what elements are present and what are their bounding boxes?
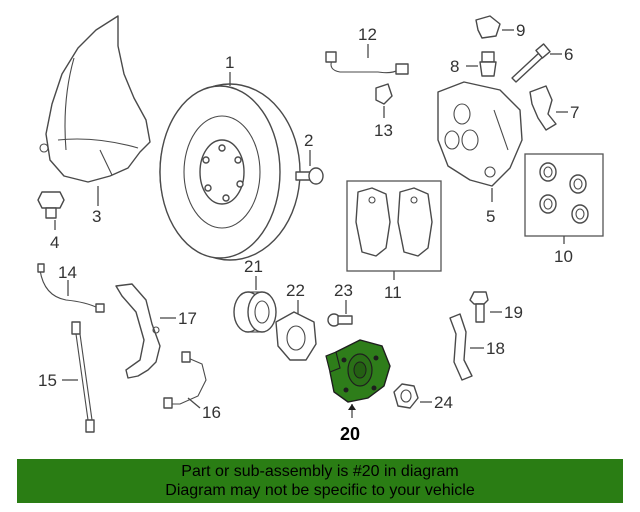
caliper-bolt-part[interactable]: [511, 43, 551, 83]
callout-6: 6: [564, 45, 573, 64]
callout-22: 22: [286, 281, 305, 300]
spring-clip-part[interactable]: [529, 85, 557, 131]
seal-kit-part[interactable]: [524, 153, 604, 237]
brake-rotor-part[interactable]: [159, 83, 301, 261]
callout-17: 17: [178, 309, 197, 328]
wheel-hub-part[interactable]: [325, 339, 391, 403]
wear-sensor-part[interactable]: [325, 51, 409, 75]
hub-nut-part[interactable]: [393, 383, 419, 409]
abs-sensor-cable-part[interactable]: [37, 263, 105, 313]
hose-bracket-part[interactable]: [115, 283, 161, 379]
splash-shield-part[interactable]: [39, 15, 151, 183]
callout-12: 12: [358, 25, 377, 44]
callout-15: 15: [38, 371, 57, 390]
callout-9: 9: [516, 21, 525, 40]
bleeder-valve-part[interactable]: [479, 51, 497, 77]
callout-21: 21: [244, 257, 263, 276]
callout-1: 1: [225, 53, 234, 72]
sensor-clip-part[interactable]: [375, 83, 393, 105]
hub-bolt-part[interactable]: [327, 313, 353, 327]
callout-7: 7: [570, 103, 579, 122]
banner-line-2: Diagram may not be specific to your vehi…: [165, 482, 475, 499]
callout-18: 18: [486, 339, 505, 358]
callout-2: 2: [304, 131, 313, 150]
pad-wear-sensor-part[interactable]: [163, 351, 207, 409]
knuckle-bolt-part[interactable]: [469, 291, 489, 323]
part-info-banner: Part or sub-assembly is #20 in diagram D…: [17, 459, 623, 503]
callout-8: 8: [450, 57, 459, 76]
brake-caliper-part[interactable]: [437, 81, 523, 187]
callout-24: 24: [434, 393, 453, 412]
callout-10: 10: [554, 247, 573, 266]
callout-20: 20: [340, 424, 360, 444]
callout-13: 13: [374, 121, 393, 140]
brake-pads-part[interactable]: [346, 180, 442, 272]
callout-19: 19: [504, 303, 523, 322]
callout-5: 5: [486, 207, 495, 226]
wheel-bearing-part[interactable]: [233, 291, 277, 333]
banner-line-1: Part or sub-assembly is #20 in diagram: [181, 463, 459, 480]
callout-3: 3: [92, 207, 101, 226]
callout-11: 11: [384, 283, 402, 302]
callout-14: 14: [58, 263, 77, 282]
callout-23: 23: [334, 281, 353, 300]
caliper-clip-part[interactable]: [475, 15, 501, 39]
shield-bolt-part[interactable]: [37, 191, 65, 219]
callout-16: 16: [202, 403, 221, 422]
brake-hose-part[interactable]: [71, 321, 95, 433]
sensor-bracket-part[interactable]: [449, 313, 473, 381]
rotor-screw-part[interactable]: [295, 167, 324, 185]
dust-plate-part[interactable]: [275, 311, 317, 361]
callout-4: 4: [50, 233, 59, 252]
